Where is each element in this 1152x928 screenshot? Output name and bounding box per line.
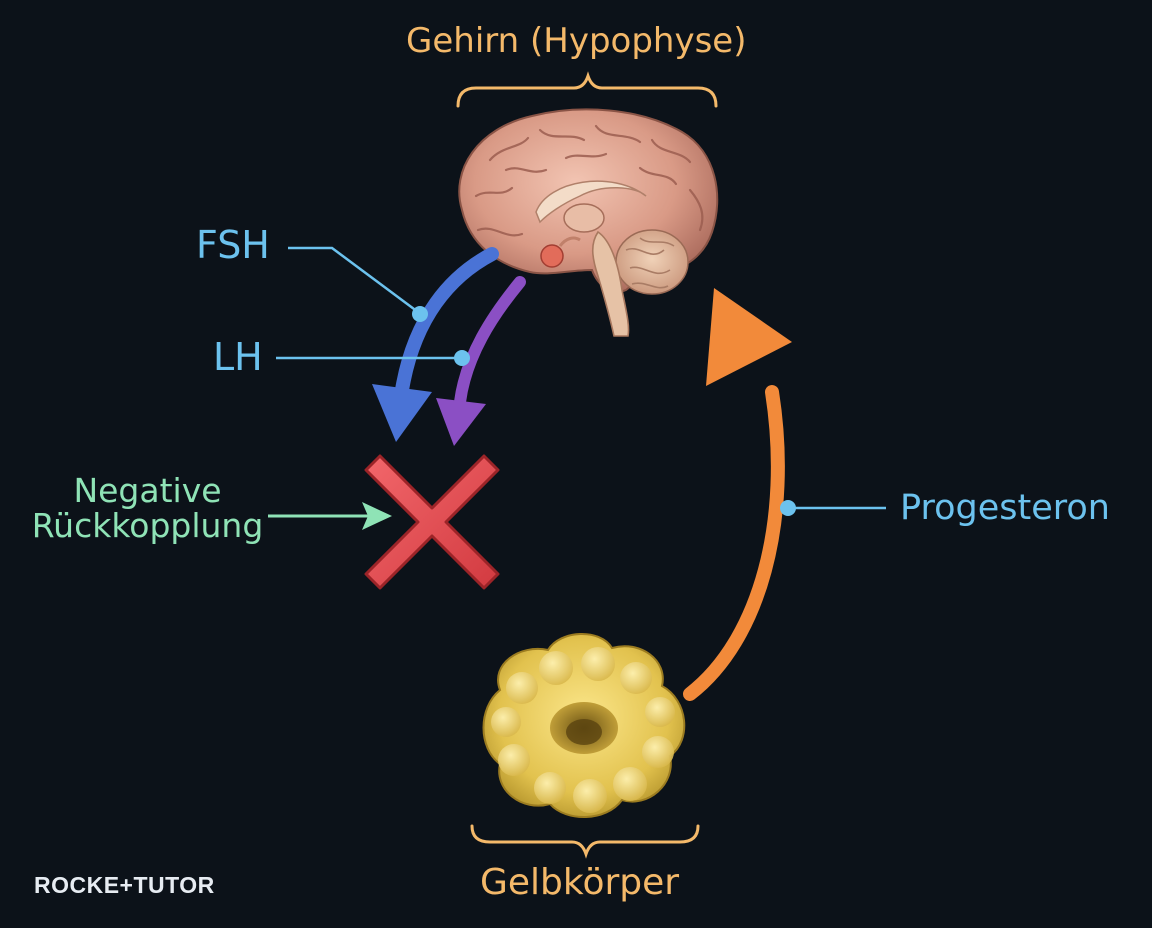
brain-label: Gehirn (Hypophyse) [406, 21, 747, 61]
brain-bracket [456, 71, 718, 108]
lh-connector [276, 350, 470, 366]
fsh-label: FSH [196, 223, 270, 267]
lh-label: LH [213, 335, 263, 379]
fsh-connector [288, 246, 428, 322]
negative-feedback-arrow [268, 502, 392, 530]
lh-arrow [436, 276, 526, 446]
corpus-luteum-label: Gelbkörper [480, 862, 680, 903]
corpus-luteum-icon [482, 633, 686, 818]
corpus-bracket [470, 824, 700, 859]
progesterone-connector [780, 500, 886, 516]
progesterone-arrow [683, 288, 792, 701]
progesterone-label: Progesteron [900, 488, 1110, 528]
negative-feedback-label: Negative Rückkopplung [20, 471, 275, 545]
fsh-arrow [372, 247, 499, 442]
negative-feedback-line2: Rückkopplung [31, 505, 264, 545]
brain-sagittal-icon [458, 108, 719, 337]
brand-logo: ROCKE+TUTOR [34, 872, 215, 898]
red-cross-icon [364, 454, 500, 590]
negative-feedback-line1: Negative [73, 471, 222, 510]
